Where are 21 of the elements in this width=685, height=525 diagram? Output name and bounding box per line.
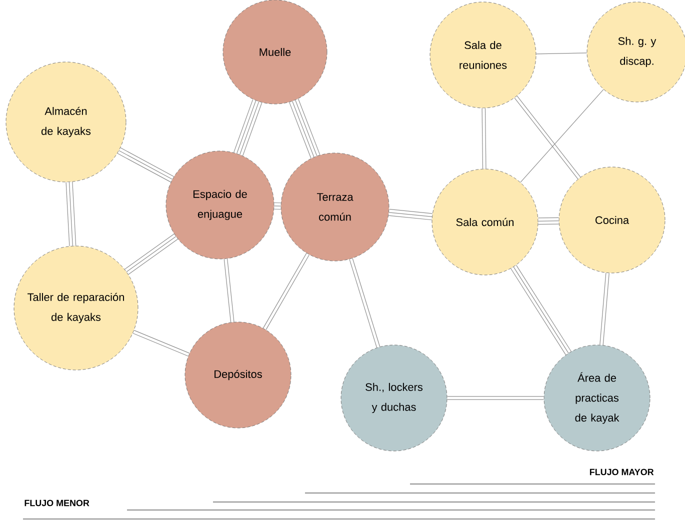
flow-line — [124, 234, 178, 275]
flow-line — [234, 99, 262, 156]
flow-line — [388, 208, 432, 220]
flow-line — [538, 217, 560, 225]
flow-line — [514, 96, 581, 180]
flow-line — [349, 258, 380, 348]
flow-line — [224, 258, 234, 322]
flow-line — [600, 272, 610, 346]
flow-line — [289, 98, 320, 158]
legend-label: FLUJO MAYOR — [590, 468, 654, 476]
flow-line — [66, 182, 76, 246]
flow-line — [482, 108, 486, 169]
flow-line — [447, 396, 544, 400]
flow-line — [117, 148, 174, 182]
flow-line — [262, 253, 310, 330]
legend-label: FLUJO MENOR — [24, 500, 90, 506]
flow-line — [132, 330, 190, 356]
flow-line — [536, 52, 588, 54]
flow-line — [274, 202, 282, 210]
flow-line — [510, 265, 572, 355]
flow-line — [520, 89, 604, 183]
